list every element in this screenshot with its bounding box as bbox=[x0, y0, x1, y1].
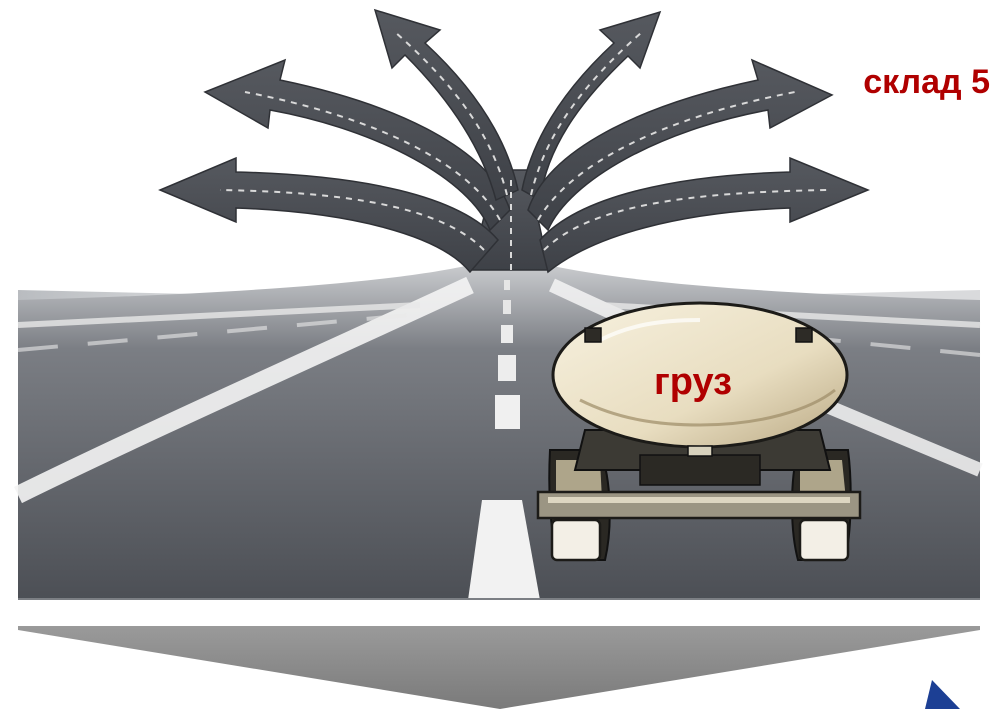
down-chevron-arrow-icon bbox=[18, 626, 980, 709]
destination-label: склад 5 bbox=[863, 63, 990, 101]
cargo-label: груз bbox=[654, 361, 732, 403]
tanker-truck-icon bbox=[536, 301, 862, 562]
blue-triangle-icon bbox=[925, 680, 960, 709]
road-fork-arrows-icon bbox=[158, 8, 870, 274]
